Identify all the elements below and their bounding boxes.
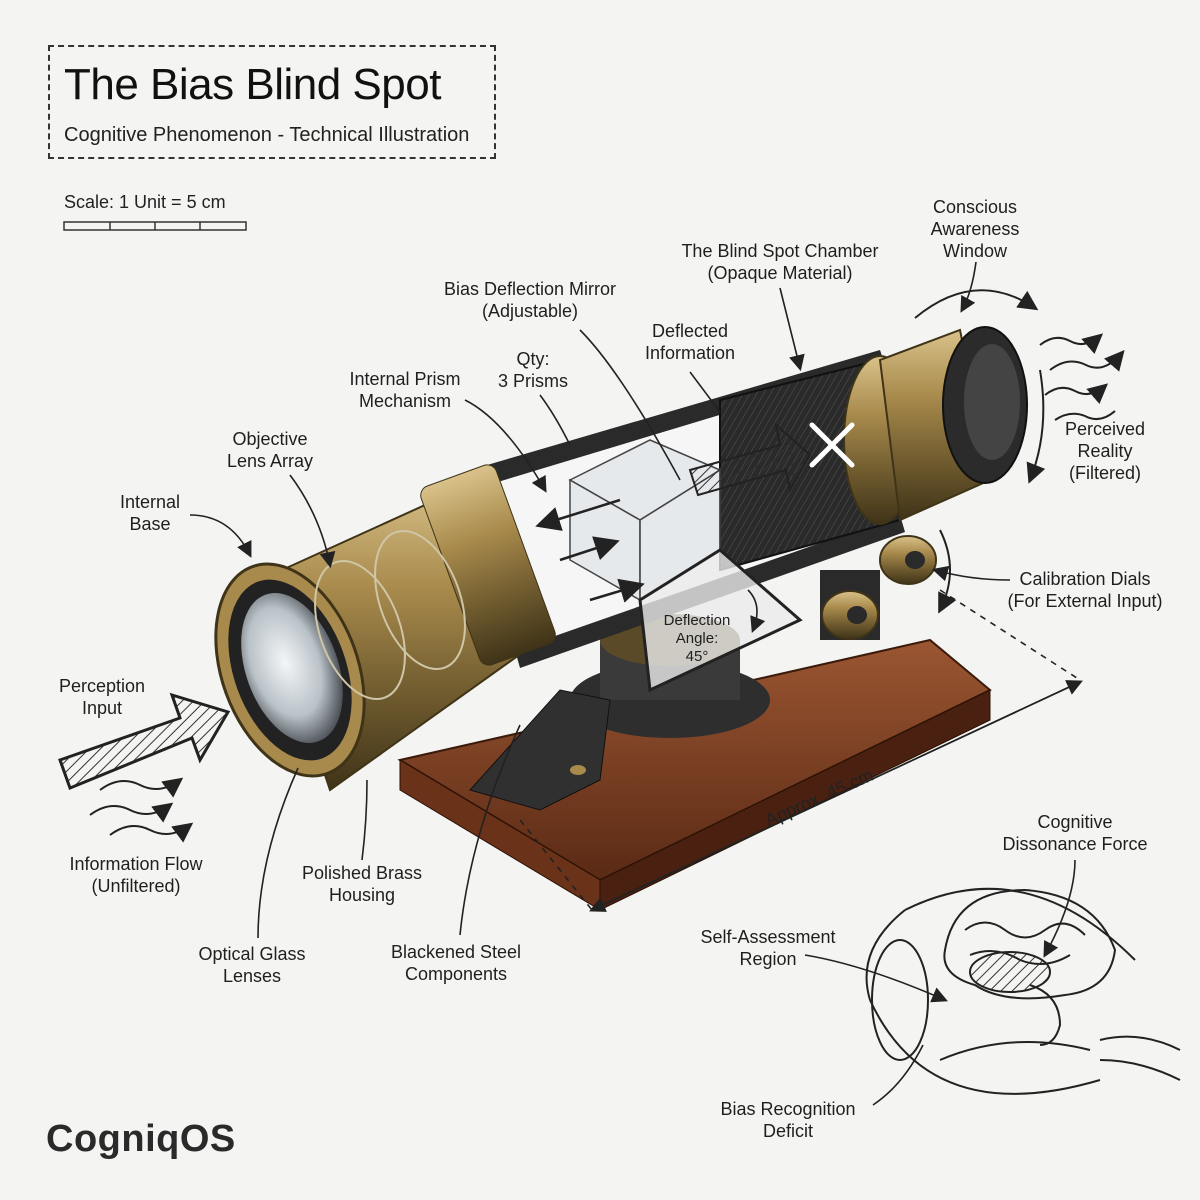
brain-icon [943,888,1117,1046]
scale-label: Scale: 1 Unit = 5 cm [64,192,226,212]
label-information-flow: Information Flow (Unfiltered) [69,854,203,896]
eye-icon [865,887,1181,1095]
label-objective-lens-array: Objective Lens Array [226,429,314,471]
label-cognitive-dissonance-force: Cognitive Dissonance Force [1002,812,1148,854]
label-blackened-steel-components: Blackened Steel Components [390,942,522,984]
title-box [48,45,496,159]
label-perceived-reality: Perceived Reality (Filtered) [1064,419,1146,483]
label-bias-recognition-deficit: Bias Recognition Deficit [720,1099,856,1141]
label-bias-deflection-mirror: Bias Deflection Mirror (Adjustable) [443,279,617,321]
brand-logo: CogniqOS [46,1118,236,1160]
information-flow-lines [89,777,194,843]
label-perception-input: Perception Input [58,676,146,718]
wooden-base [397,638,992,911]
objective-barrel [214,464,556,792]
rotation-arcs [914,289,1046,614]
leader-lines [189,261,1076,1106]
page-title: The Bias Blind Spot [64,60,441,109]
angle-arc [747,589,766,633]
label-internal-prism-mechanism: Internal Prism Mechanism [349,369,461,411]
calibration-dials [821,535,937,640]
page-subtitle: Cognitive Phenomenon - Technical Illustr… [64,124,470,146]
arrow-icon [688,422,812,497]
eyepiece [878,326,1028,522]
label-blind-spot-chamber: The Blind Spot Chamber (Opaque Material) [681,241,879,283]
x-mark-icon [809,422,855,468]
perceived-output-lines [1039,333,1125,421]
prism-mechanism [568,439,803,693]
dimension-line [519,589,1083,912]
label-optical-glass-lenses: Optical Glass Lenses [198,944,306,986]
scale-bar [63,221,247,231]
label-deflection-angle: Deflection Angle: 45° [663,612,731,665]
label-internal-base: Internal Base [119,492,181,534]
label-self-assessment-region: Self-Assessment Region [700,927,836,969]
label-conscious-awareness-window: Conscious Awareness Window [930,197,1020,261]
label-polished-brass-housing: Polished Brass Housing [301,863,423,905]
label-qty-prisms: Qty: 3 Prisms [497,349,568,391]
internal-arrows [535,498,645,603]
perception-input-arrow [58,692,231,790]
label-deflected-information: Deflected Information [644,321,736,363]
label-calibration-dials: Calibration Dials (For External Input) [1007,569,1163,611]
